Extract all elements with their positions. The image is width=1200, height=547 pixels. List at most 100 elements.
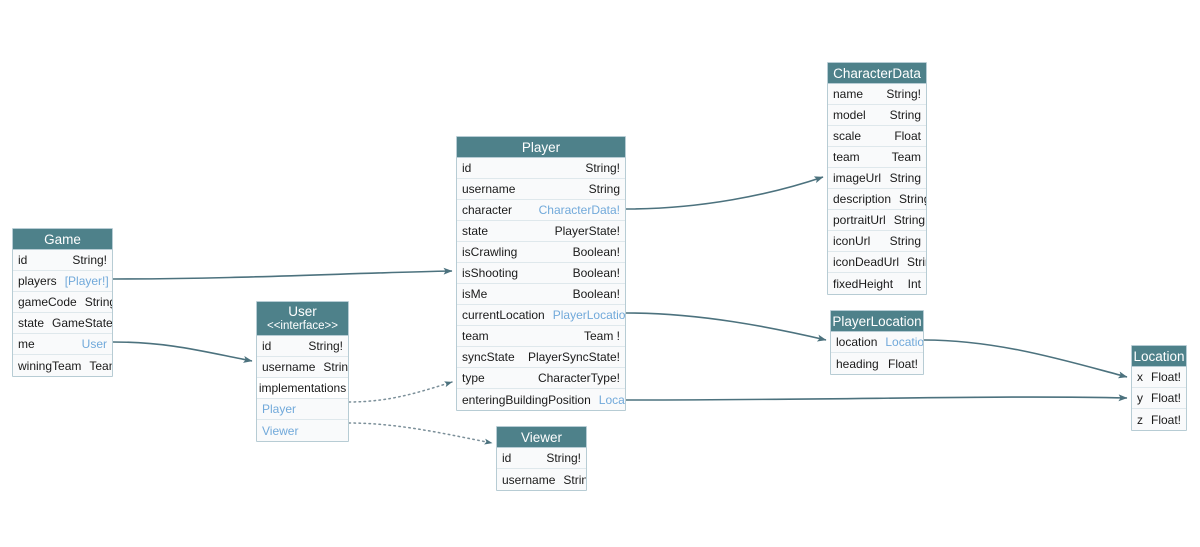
field-row[interactable]: me User: [13, 334, 112, 355]
edge-user-implements-player: [348, 381, 453, 403]
field-type: Int: [907, 276, 921, 291]
field-name: fixedHeight: [833, 276, 894, 291]
field-type: Boolean!: [572, 245, 620, 259]
field-name: isShooting: [462, 266, 519, 280]
field-name: id: [502, 451, 512, 465]
field-row[interactable]: winingTeamTeam: [13, 355, 112, 376]
field-name: isCrawling: [462, 245, 518, 259]
field-row[interactable]: enteringBuildingPosition Location: [457, 389, 625, 410]
field-name: username: [262, 360, 316, 374]
field-name: scale: [833, 129, 862, 143]
field-type: String: [889, 234, 921, 248]
field-row[interactable]: gameCodeString!: [13, 292, 112, 313]
field-type: String: [899, 192, 926, 206]
edge-player-enteringbuildingposition-to-location: [625, 394, 1128, 402]
field-type: String!: [308, 339, 343, 353]
field-row[interactable]: players[Player!]: [13, 271, 112, 292]
field-row[interactable]: locationLocation!: [831, 332, 923, 353]
field-row[interactable]: isShooting Boolean!: [457, 263, 625, 284]
field-row[interactable]: description String: [828, 189, 926, 210]
field-type: String: [323, 360, 348, 374]
field-type: String!: [886, 87, 921, 101]
field-row[interactable]: username String: [257, 357, 348, 378]
field-row[interactable]: Viewer: [257, 420, 348, 441]
field-type: Float!: [887, 356, 918, 371]
field-name: name: [833, 87, 864, 101]
field-row[interactable]: name String!: [828, 84, 926, 105]
field-type[interactable]: CharacterData!: [538, 203, 620, 217]
field-row[interactable]: implementations: [257, 378, 348, 399]
entity-title: Viewer: [520, 430, 563, 445]
field-type: String: [889, 171, 921, 185]
field-name: state: [18, 316, 45, 330]
field-row[interactable]: isCrawling Boolean!: [457, 242, 625, 263]
entity-header-user: User<<interface>>: [257, 302, 348, 336]
field-name: portraitUrl: [833, 213, 886, 227]
edge-player-currentlocation-to-playerlocation: [625, 312, 827, 342]
entity-header-location: Location: [1132, 346, 1186, 367]
field-name: iconDeadUrl: [833, 255, 900, 269]
field-name: team: [833, 150, 860, 164]
entity-playerlocation[interactable]: PlayerLocation locationLocation! heading Fl…: [830, 310, 924, 375]
field-type: GameState!: [52, 316, 112, 330]
field-type: CharacterType!: [537, 371, 620, 385]
field-name: description: [833, 192, 892, 206]
edge-playerlocation-location-to-location: [923, 339, 1128, 379]
field-name: id: [462, 161, 472, 175]
field-type[interactable]: Location!: [885, 335, 923, 349]
field-name: isMe: [462, 287, 488, 301]
field-name: implementations: [258, 381, 347, 395]
field-type: Float!: [1151, 391, 1182, 405]
field-type: PlayerSyncState!: [527, 350, 620, 364]
field-name: heading: [836, 356, 879, 371]
field-name: username: [502, 472, 556, 487]
entity-title: Player: [521, 140, 561, 155]
field-name: x: [1137, 370, 1143, 384]
field-name: z: [1137, 412, 1143, 427]
field-row[interactable]: iconDeadUrlString: [828, 252, 926, 273]
field-name: imageUrl: [833, 171, 882, 185]
field-type: Boolean!: [572, 266, 620, 280]
field-row[interactable]: state GameState!: [13, 313, 112, 334]
field-name: me: [18, 337, 35, 351]
field-type[interactable]: User: [81, 337, 107, 351]
field-row[interactable]: imageUrl String: [828, 168, 926, 189]
field-type[interactable]: [Player!]: [64, 274, 109, 288]
field-name: enteringBuildingPosition: [462, 392, 591, 407]
field-type[interactable]: PlayerLocation!: [552, 308, 625, 322]
field-row[interactable]: heading Float!: [831, 353, 923, 374]
field-row[interactable]: fixedHeight Int: [828, 273, 926, 294]
entity-title: Game: [44, 232, 81, 247]
entity-title: PlayerLocation: [832, 314, 922, 329]
field-type: String!: [84, 295, 112, 309]
field-type[interactable]: Location: [598, 392, 625, 407]
field-row[interactable]: Player: [257, 399, 348, 420]
field-row[interactable]: currentLocationPlayerLocation!: [457, 305, 625, 326]
